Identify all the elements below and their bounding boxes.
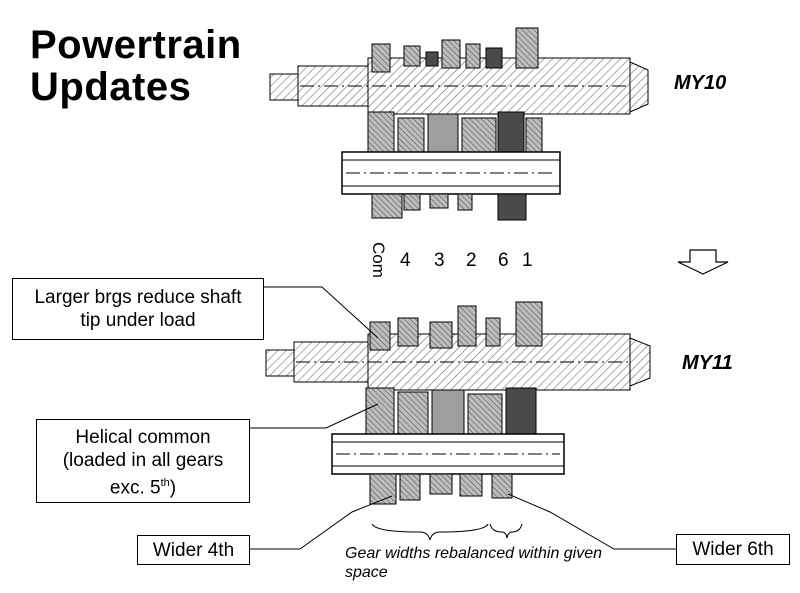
slide-title: Powertrain Updates [30, 24, 242, 108]
gear-label-4: 4 [400, 250, 411, 271]
callout-helical-line-3-text: exc. 5 [109, 477, 161, 499]
leader-lines [250, 286, 676, 550]
my11-gear-cluster [365, 387, 537, 435]
gear-label-3: 3 [434, 250, 445, 271]
callout-bearings-line-1: Larger brgs reduce shaft [34, 287, 242, 308]
my11-lower-gears [369, 473, 513, 505]
leader-wider4 [250, 495, 393, 550]
callout-bearings-line-2: tip under load [80, 310, 196, 331]
gear-label-2: 2 [466, 250, 477, 271]
my10-lower-gears [371, 193, 527, 221]
my11-upper-gears [369, 301, 543, 351]
callout-wider-6th: Wider 6th [676, 534, 790, 565]
my10-upper-gears [371, 27, 539, 73]
gear-label-com: Com [369, 242, 388, 278]
leader-wider6 [507, 493, 676, 550]
callout-helical-superscript: th [160, 477, 170, 489]
leader-bearings [264, 286, 379, 339]
callout-wider-4th: Wider 4th [137, 535, 250, 565]
my11-gearbox [265, 301, 651, 505]
callout-larger-bearings: Larger brgs reduce shaft tip under load [12, 278, 264, 340]
bracket-right [489, 523, 523, 539]
callout-helical-line-2: (loaded in all gears [62, 450, 224, 471]
title-line-1: Powertrain [30, 23, 242, 67]
leader-helical [250, 403, 379, 429]
callout-helical-line-1: Helical common [75, 427, 211, 448]
my10-gearbox [269, 27, 649, 221]
model-label-top: MY10 [674, 72, 727, 94]
callout-helical-line-3-end: ) [169, 477, 177, 499]
gear-label-6: 6 [498, 250, 509, 271]
my10-gear-cluster [367, 111, 543, 155]
title-line-2: Updates [30, 65, 192, 109]
down-arrow-icon [677, 249, 729, 275]
callout-helical-line-3: exc. 5th) [37, 472, 249, 499]
bracket-left [371, 523, 489, 541]
gear-widths-note: Gear widths rebalanced within given spac… [345, 545, 603, 581]
my10-output-shaft [341, 151, 561, 195]
my11-output-shaft [331, 433, 565, 475]
model-label-bottom: MY11 [682, 352, 733, 374]
callout-helical-common: Helical common (loaded in all gears exc.… [36, 419, 250, 503]
gear-width-brackets [371, 523, 523, 541]
gear-label-1: 1 [522, 250, 533, 271]
